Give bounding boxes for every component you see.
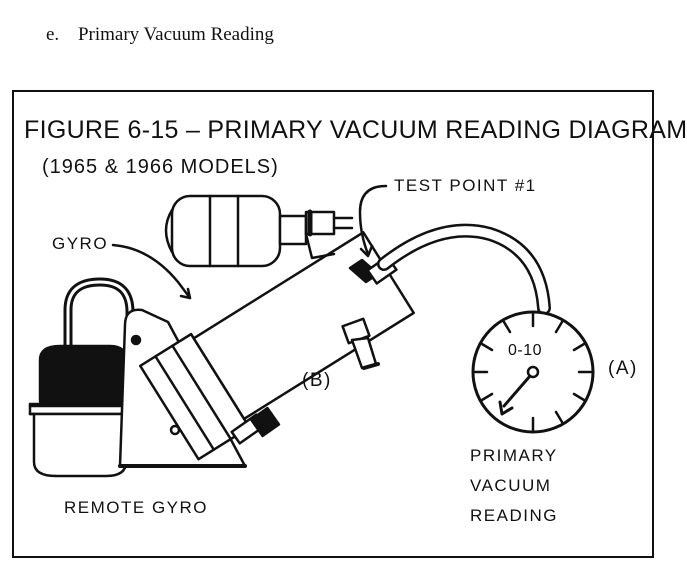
gyro-body	[138, 231, 415, 461]
remote-gyro-label: REMOTE GYRO	[64, 498, 209, 517]
lower-fitting	[230, 406, 281, 445]
remote-gyro-loop	[63, 277, 135, 355]
reading-label-line1: PRIMARY	[470, 446, 558, 465]
test-point-leader-arrow	[358, 184, 388, 256]
label-b: (B)	[302, 370, 332, 391]
vacuum-gauge	[471, 310, 595, 434]
reading-label-line2: VACUUM	[470, 476, 552, 495]
test-point-label: TEST POINT #1	[394, 176, 537, 195]
gyro-leader-arrow	[111, 243, 192, 300]
gyro-label: GYRO	[52, 234, 109, 253]
figure-title: FIGURE 6-15 – PRIMARY VACUUM READING DIA…	[24, 116, 687, 144]
section-heading: e. Primary Vacuum Reading	[46, 24, 274, 46]
remote-gyro-canister	[28, 344, 132, 478]
section-title: Primary Vacuum Reading	[77, 24, 274, 45]
vacuum-hose	[377, 223, 551, 315]
gauge-needle	[502, 374, 532, 408]
top-canister	[164, 194, 354, 268]
section-letter: e.	[46, 24, 60, 45]
bolt	[341, 317, 380, 370]
vacuum-diagram	[28, 184, 595, 478]
figure-subtitle: (1965 & 1966 MODELS)	[42, 156, 279, 178]
label-a: (A)	[608, 358, 638, 379]
reading-label-line3: READING	[470, 506, 558, 525]
gauge-range-label: 0-10	[508, 342, 543, 359]
figure-frame	[12, 90, 654, 558]
